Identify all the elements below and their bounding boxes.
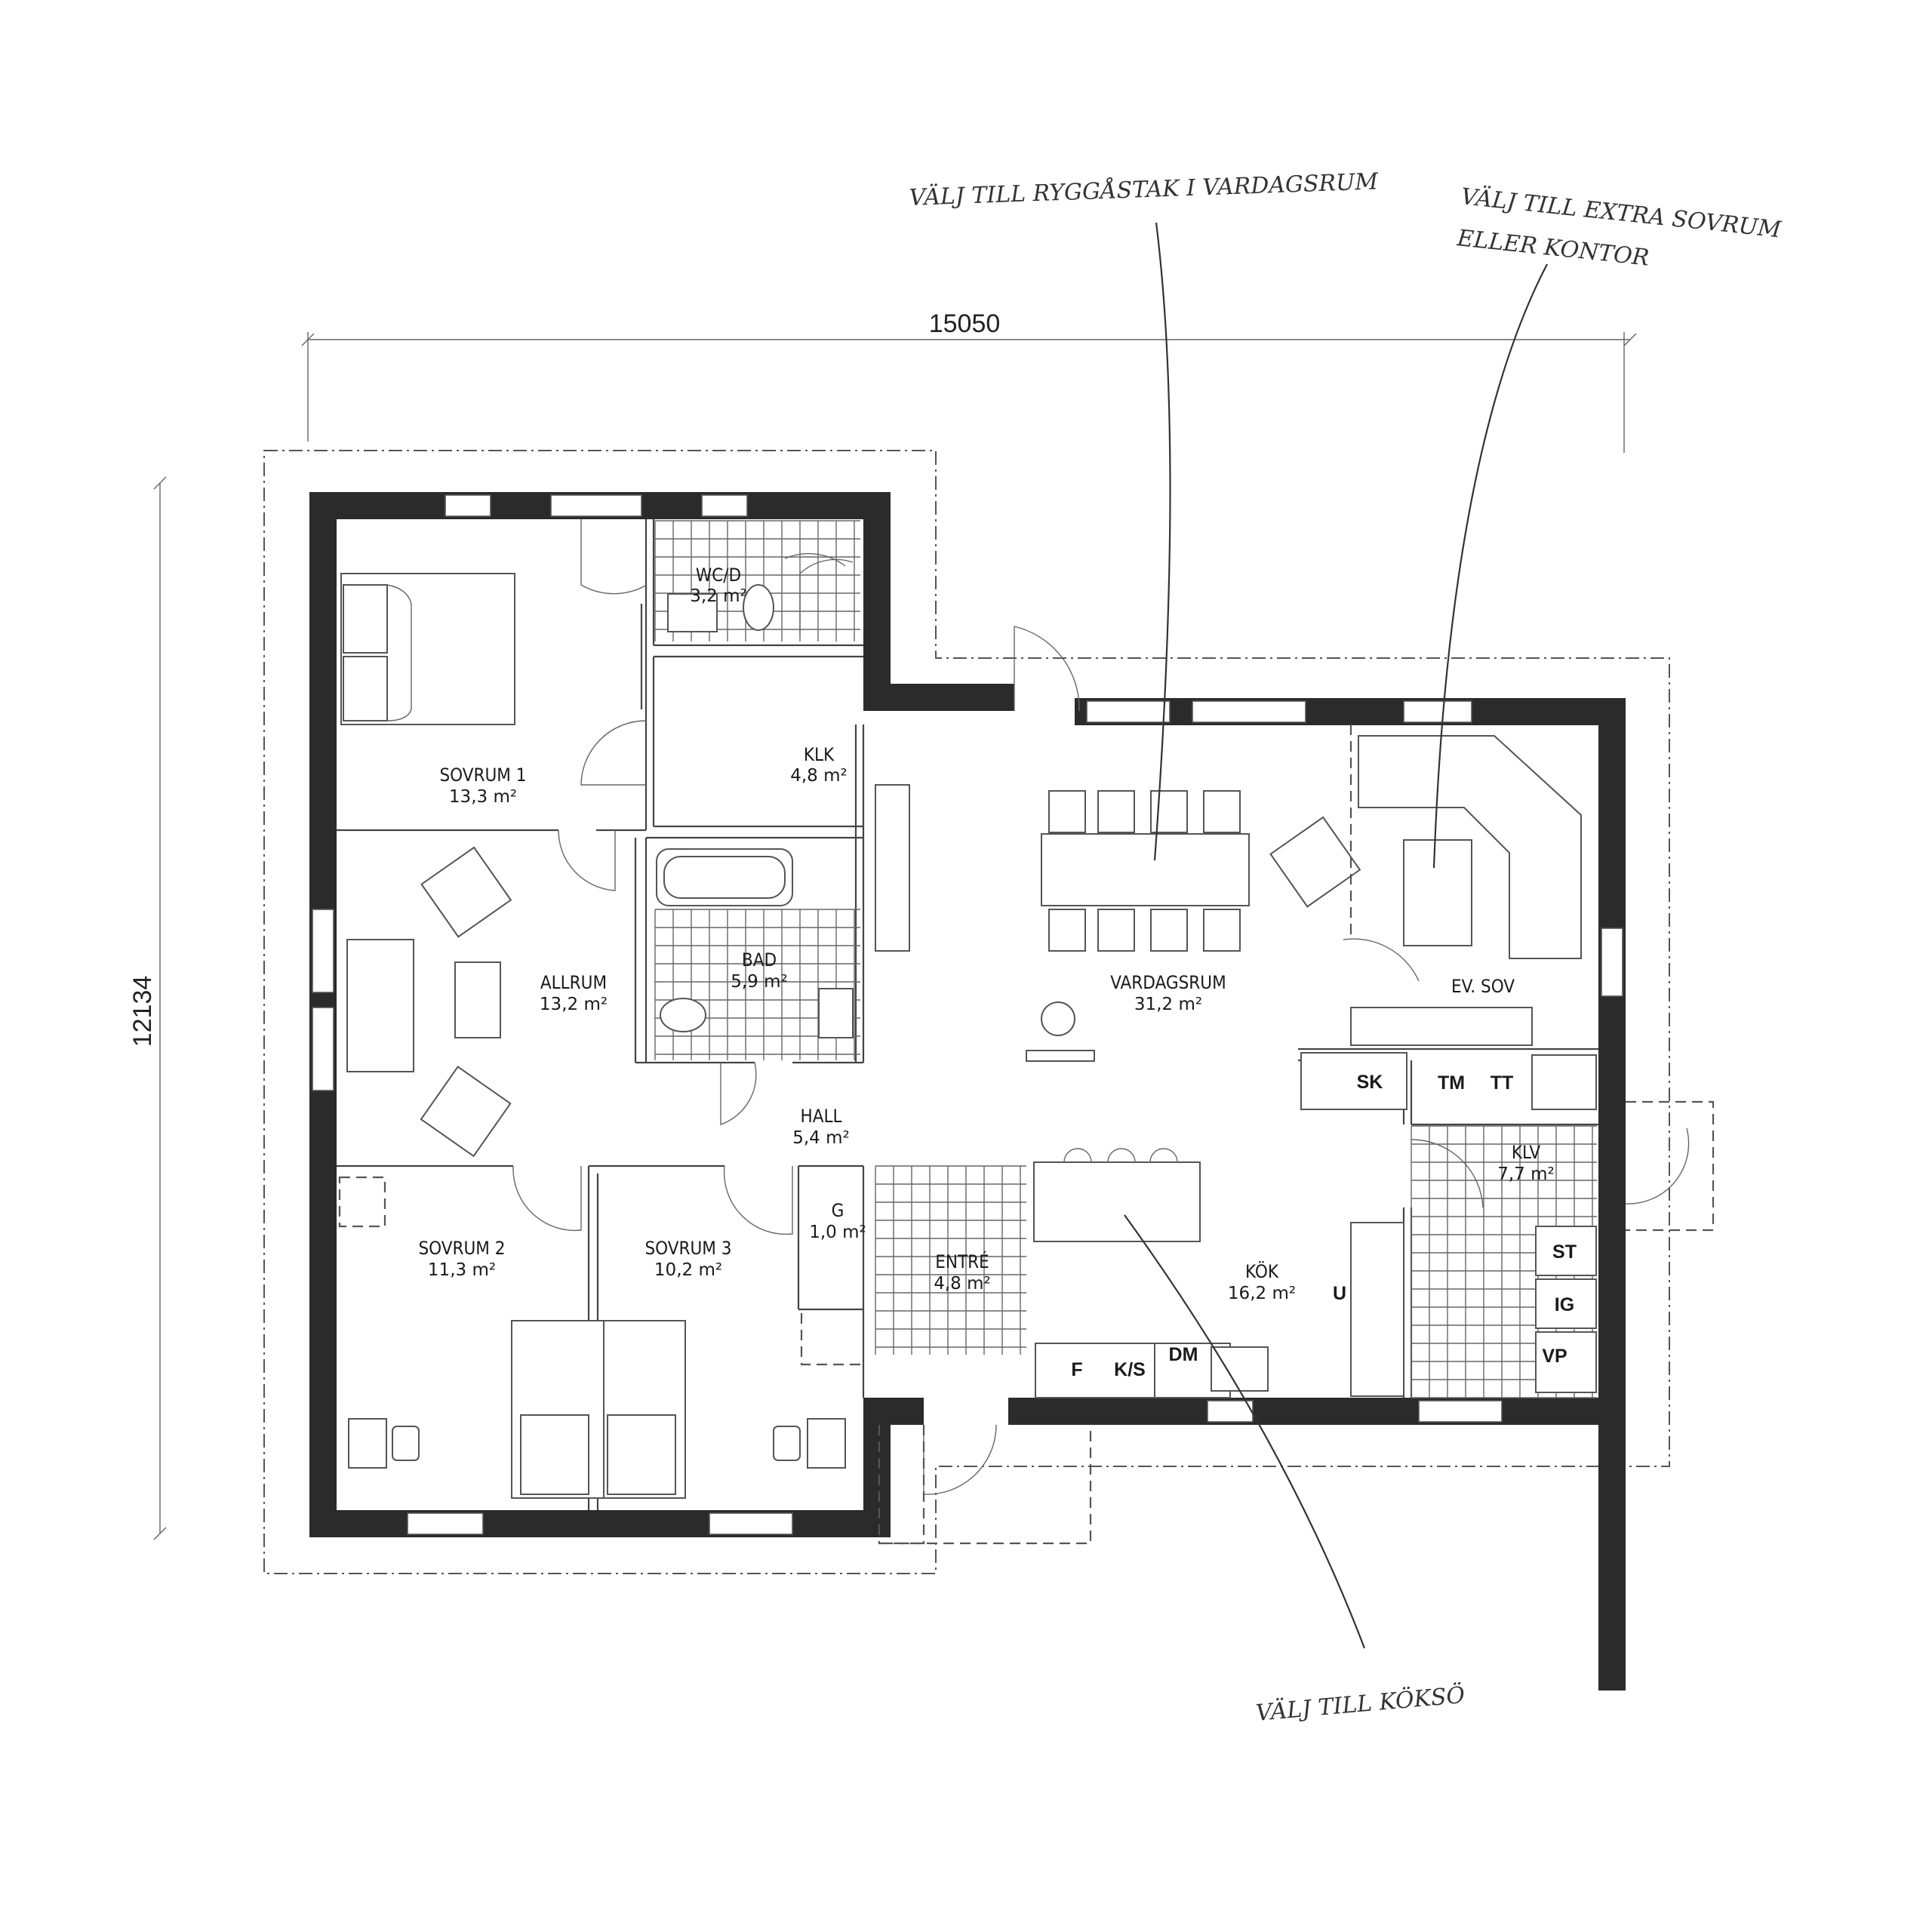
counter	[1035, 1343, 1155, 1398]
door-swings	[512, 519, 1690, 1495]
height-dimension-label: 12134	[128, 976, 157, 1048]
fixture-f: F	[1071, 1359, 1082, 1380]
counter-right	[1350, 1222, 1404, 1397]
dimension-width: 15050	[301, 309, 1637, 453]
note-ridge-ceiling: VÄLJ TILL RYGGÅSTAK I VARDAGSRUM	[909, 168, 1380, 211]
desk	[807, 1418, 846, 1469]
room-name-vardagsrum: VARDAGSRUM	[1110, 972, 1226, 993]
dining-chair	[1048, 790, 1086, 833]
fixture-tm: TM	[1438, 1072, 1465, 1094]
dining-chair	[1097, 790, 1135, 833]
fixture-ks: K/S	[1114, 1359, 1146, 1380]
room-name-sovrum3: SOVRUM 3	[645, 1238, 731, 1259]
dining-table	[1041, 833, 1250, 906]
room-name-g: G	[832, 1200, 844, 1221]
room-name-bad: BAD	[742, 949, 777, 971]
room-area-klv: 7,7 m²	[1497, 1164, 1555, 1184]
laundry-sink	[1531, 1054, 1597, 1110]
room-area-wcd: 3,2 m²	[690, 586, 747, 606]
width-dimension-label: 15050	[929, 309, 1001, 338]
note-extra-bedroom-2: ELLER KONTOR	[1455, 225, 1651, 272]
roof-outline	[263, 450, 1670, 1574]
armchair	[420, 846, 512, 938]
coffee-table	[454, 961, 501, 1038]
dimension-height: 12134	[128, 476, 167, 1540]
fixture-ig: IG	[1555, 1294, 1574, 1315]
room-area-hall: 5,4 m²	[792, 1128, 850, 1148]
room-name-klv: KLV	[1512, 1142, 1541, 1163]
kitchen-island	[1033, 1161, 1201, 1242]
room-area-entre: 4,8 m²	[934, 1274, 991, 1294]
room-name-entre: ENTRÉ	[935, 1251, 989, 1272]
dining-chair	[1097, 909, 1135, 952]
room-name-evsov: EV. SOV	[1451, 976, 1515, 997]
fixture-u: U	[1333, 1283, 1346, 1304]
kitchen-sink	[1211, 1346, 1269, 1392]
room-area-allrum: 13,2 m²	[540, 995, 608, 1014]
dining-chair	[1203, 790, 1241, 833]
annotation-leaders	[1124, 222, 1548, 1649]
fixture-vp: VP	[1542, 1346, 1567, 1367]
fixture-sk: SK	[1357, 1072, 1383, 1093]
room-area-kok: 16,2 m²	[1228, 1284, 1296, 1303]
wc-sink	[667, 593, 718, 632]
room-name-allrum: ALLRUM	[540, 972, 607, 993]
furniture	[338, 558, 1597, 1499]
fixture-st: ST	[1552, 1241, 1577, 1263]
room-name-kok: KÖK	[1245, 1260, 1279, 1282]
entrance-porch	[800, 1100, 1715, 1545]
lounge-chair	[1269, 816, 1361, 908]
room-area-sovrum3: 10,2 m²	[654, 1260, 722, 1280]
sofa	[346, 939, 414, 1072]
room-name-hall: HALL	[800, 1106, 841, 1127]
room-name-klk: KLK	[804, 744, 835, 765]
room-area-bad: 5,9 m²	[731, 972, 788, 992]
wall-unit	[875, 784, 910, 952]
room-name-wcd: WC/D	[696, 565, 741, 586]
ig-unit	[1535, 1278, 1597, 1329]
sk-cabinet	[1300, 1052, 1407, 1110]
room-area-sovrum2: 11,3 m²	[428, 1260, 496, 1280]
room-area-g: 1,0 m²	[809, 1223, 866, 1242]
room-name-sovrum2: SOVRUM 2	[418, 1238, 505, 1259]
st-unit	[1535, 1226, 1597, 1276]
armchair	[420, 1066, 512, 1158]
fixture-tt: TT	[1491, 1072, 1514, 1094]
sink	[818, 988, 854, 1038]
vp-unit	[1535, 1331, 1597, 1393]
sofa-table	[1403, 839, 1472, 946]
corner-sofa	[1358, 735, 1582, 959]
room-area-vardagsrum: 31,2 m²	[1134, 995, 1202, 1014]
note-kitchen-island: VÄLJ TILL KÖKSÖ	[1255, 1681, 1466, 1727]
room-area-sovrum1: 13,3 m²	[449, 787, 517, 807]
desk	[348, 1418, 387, 1469]
dining-chair	[1150, 909, 1188, 952]
dining-chair	[1203, 909, 1241, 952]
fixture-dm: DM	[1169, 1344, 1198, 1365]
room-labels: WC/D 3,2 m² KLK 4,8 m² SOVRUM 1 13,3 m² …	[418, 565, 1554, 1303]
windows	[312, 494, 1623, 1535]
tile-grids	[654, 520, 1597, 1398]
room-area-klk: 4,8 m²	[790, 766, 848, 786]
fixture-labels: SK TM TT ST IG VP F K/S DM U	[1071, 1072, 1577, 1380]
dining-chair	[1048, 909, 1086, 952]
room-name-sovrum1: SOVRUM 1	[439, 764, 526, 786]
wc-toilet	[743, 584, 774, 631]
toilet	[660, 998, 706, 1032]
fireplace	[1041, 1001, 1075, 1036]
